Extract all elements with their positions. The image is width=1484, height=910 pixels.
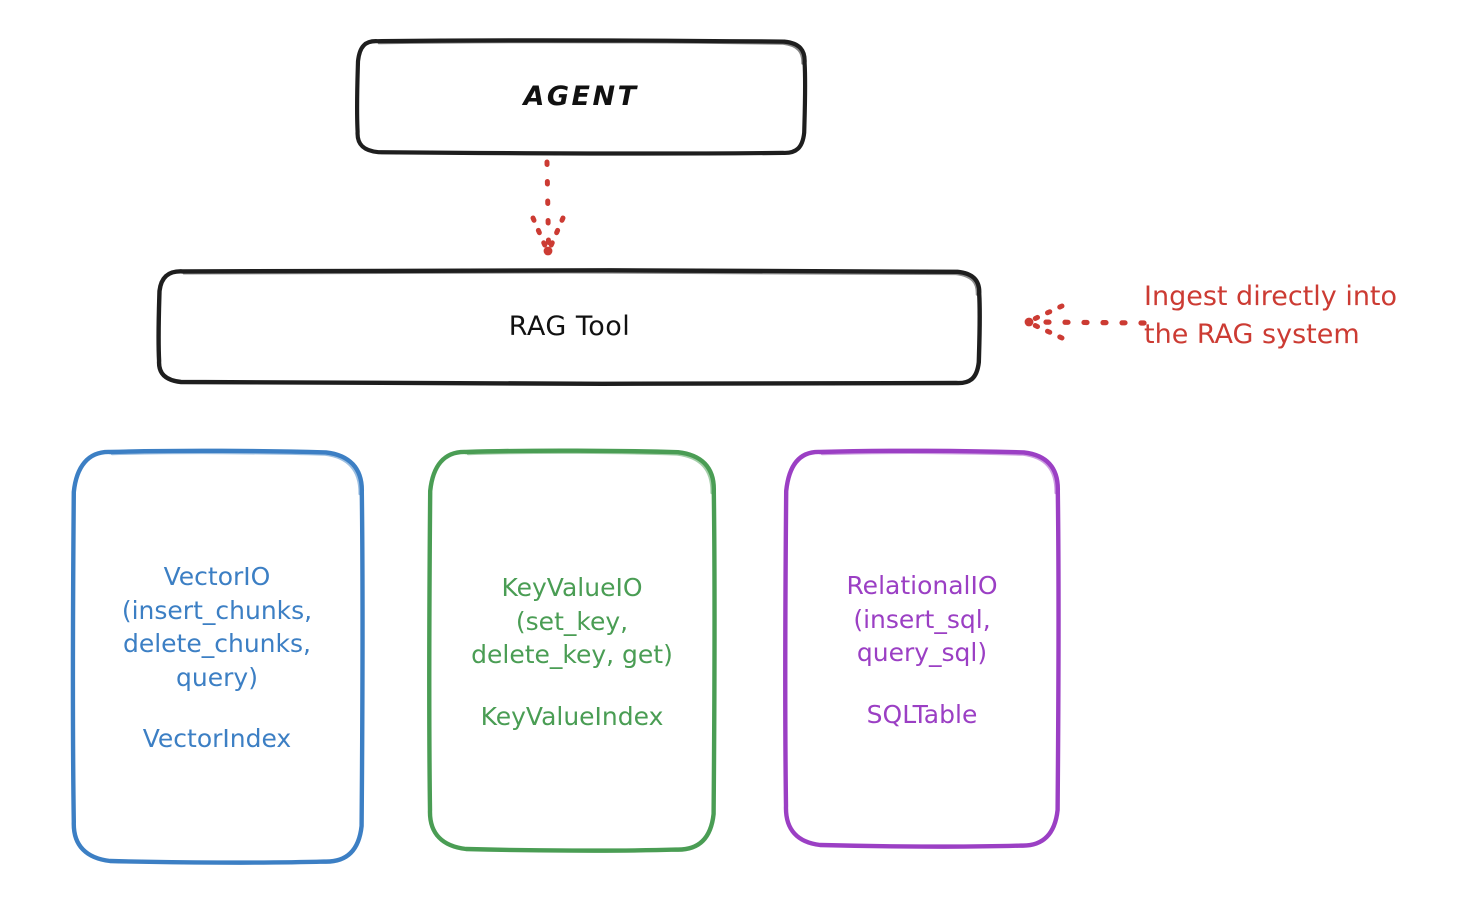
spacer	[122, 694, 312, 722]
rag-tool-label: RAG Tool	[508, 311, 631, 343]
relational-io-methods: RelationalIO (insert_sql, query_sql)	[846, 571, 998, 667]
node-rag-tool[interactable]: RAG Tool	[156, 268, 983, 387]
edge-agent-to-rag-tool	[530, 159, 566, 256]
vector-io-label: VectorIO (insert_chunks, delete_chunks, …	[122, 560, 312, 756]
vector-io-methods: VectorIO (insert_chunks, delete_chunks, …	[121, 562, 313, 692]
node-agent[interactable]: AGENT	[354, 38, 808, 156]
relational-io-table: SQLTable	[866, 699, 978, 729]
key-value-io-label: KeyValueIO (set_key, delete_key, get) Key…	[471, 571, 673, 733]
node-key-value-io[interactable]: KeyValueIO (set_key, delete_key, get) Key…	[426, 448, 718, 856]
annotation-ingest: Ingest directly into the RAG system	[1144, 281, 1398, 351]
node-relational-io[interactable]: RelationalIO (insert_sql, query_sql) SQLT…	[782, 448, 1062, 852]
node-vector-io[interactable]: VectorIO (insert_chunks, delete_chunks, …	[68, 448, 366, 868]
vector-io-index: VectorIndex	[142, 724, 292, 754]
key-value-io-methods: KeyValueIO (set_key, delete_key, get)	[471, 573, 673, 669]
key-value-io-index: KeyValueIndex	[480, 701, 664, 731]
relational-io-label: RelationalIO (insert_sql, query_sql) SQLT…	[846, 569, 997, 731]
spacer	[471, 672, 673, 700]
agent-label: AGENT	[523, 81, 639, 113]
edge-ingest-to-rag-tool	[1024, 303, 1147, 341]
spacer	[846, 670, 997, 698]
